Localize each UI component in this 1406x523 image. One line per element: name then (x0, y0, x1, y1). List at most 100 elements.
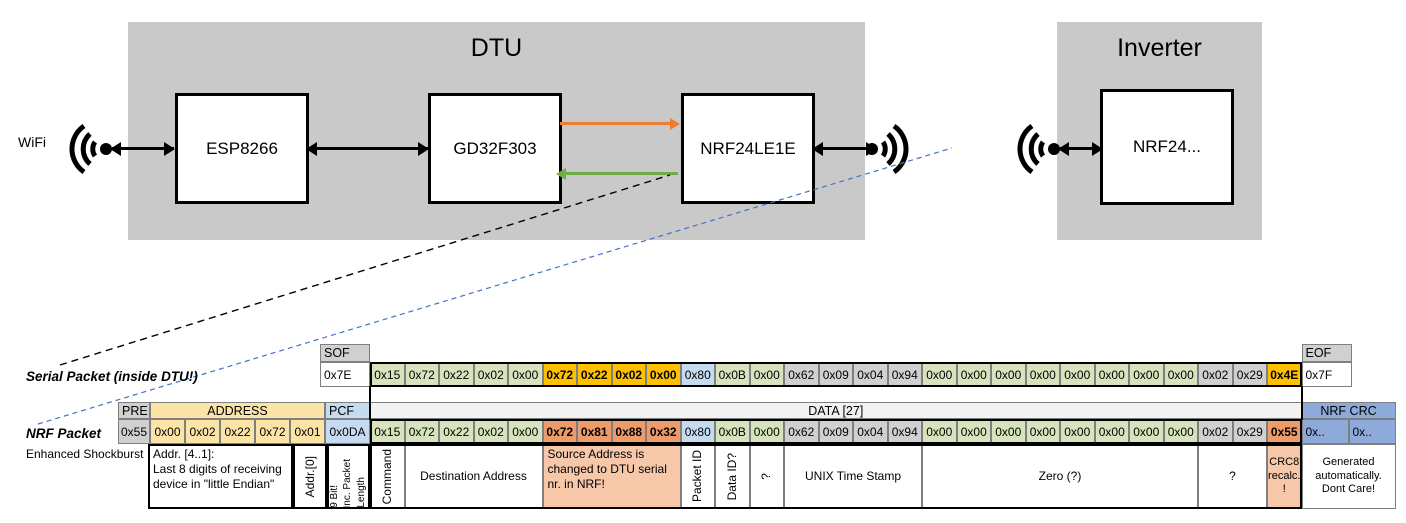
nrf-byte-20: 0x00 (1060, 419, 1095, 444)
nrf-byte-7: 0x88 (611, 419, 646, 444)
serial-byte-17: 0x00 (956, 362, 991, 387)
nrf-byte-18: 0x00 (991, 419, 1026, 444)
nrf-crc-header: NRF CRC (1301, 402, 1396, 419)
chip-esp8266-label: ESP8266 (206, 138, 278, 158)
inverter-antenna-arrow-left (1058, 141, 1069, 156)
nrf-address-byte-3: 0x72 (255, 419, 290, 444)
nrf-byte-23: 0x00 (1163, 419, 1198, 444)
serial-byte-13: 0x09 (818, 362, 853, 387)
esp-gd32-link (308, 147, 428, 150)
serial-byte-14: 0x04 (853, 362, 888, 387)
nrf-address-byte-2: 0x22 (220, 419, 255, 444)
wifi-label: WiFi (18, 134, 46, 150)
nrf-data-header: DATA [27] (370, 402, 1302, 419)
serial-byte-23: 0x00 (1163, 362, 1198, 387)
nrf-byte-2: 0x22 (439, 419, 474, 444)
dtu-title: DTU (470, 34, 523, 62)
addr0-desc: Addr.[0] (293, 444, 327, 509)
serial-byte-8: 0x00 (646, 362, 681, 387)
nrf-packet-label: NRF Packet (26, 426, 102, 441)
nrf-byte-14: 0x04 (853, 419, 888, 444)
nrf-byte-4: 0x00 (508, 419, 543, 444)
source-desc: Source Address is changed to DTU serial … (542, 444, 681, 509)
serial-eof-value: 0x7F (1301, 362, 1352, 387)
data-id-desc: Data ID? (715, 444, 750, 509)
serial-byte-5: 0x72 (542, 362, 577, 387)
nrf-byte-22: 0x00 (1129, 419, 1164, 444)
nrf-byte-13: 0x09 (818, 419, 853, 444)
nrf-crc-byte-1: 0x.. (1348, 419, 1396, 444)
payload-connector-right (1301, 386, 1303, 420)
packet-id-desc: Packet ID (680, 444, 715, 509)
nrf-byte-17: 0x00 (956, 419, 991, 444)
nrf-byte-25: 0x29 (1232, 419, 1267, 444)
nrf-pcf-value: 0x0DA (325, 419, 370, 444)
unix-desc: UNIX Time Stamp (784, 444, 922, 509)
response-arrow-line (566, 172, 678, 175)
nrf-byte-26: 0x55 (1267, 419, 1302, 444)
wifi-esp-arrow-left (110, 141, 121, 156)
chip-nrf24le1e: NRF24LE1E (681, 93, 815, 204)
inverter-antenna-arrow-right (1092, 141, 1103, 156)
command-arrow-line (560, 122, 672, 125)
unknown2-desc: ? (1198, 444, 1267, 509)
nrf-pre-header: PRE (118, 402, 150, 419)
nrf-antenna-arrow-left (812, 141, 823, 156)
nrf-byte-24: 0x02 (1198, 419, 1233, 444)
serial-byte-18: 0x00 (991, 362, 1026, 387)
serial-sof-value: 0x7E (320, 362, 370, 387)
wifi-antenna-icon (69, 123, 112, 175)
serial-byte-6: 0x22 (577, 362, 612, 387)
nrf-byte-1: 0x72 (404, 419, 439, 444)
serial-byte-24: 0x02 (1198, 362, 1233, 387)
serial-byte-15: 0x94 (887, 362, 922, 387)
nrf-pcf-header: PCF (325, 402, 370, 419)
nrf-packet-sublabel: Enhanced Shockburst (26, 447, 144, 461)
serial-eof-header: EOF (1301, 344, 1352, 362)
address-desc: Addr. [4..1]:Last 8 digits of receiving … (148, 444, 293, 509)
serial-byte-2: 0x22 (439, 362, 474, 387)
dtu-rf-antenna-icon (866, 123, 909, 175)
chip-gd32f303-label: GD32F303 (453, 138, 537, 158)
serial-byte-22: 0x00 (1129, 362, 1164, 387)
serial-byte-10: 0x0B (715, 362, 750, 387)
chip-nrf24-label: NRF24... (1132, 137, 1202, 156)
serial-packet-label: Serial Packet (inside DTU!) (26, 369, 198, 384)
serial-byte-20: 0x00 (1060, 362, 1095, 387)
nrf-byte-8: 0x32 (646, 419, 681, 444)
serial-byte-26: 0x4E (1267, 362, 1302, 387)
nrf-byte-10: 0x0B (715, 419, 750, 444)
inverter-rf-antenna-icon (1017, 123, 1060, 175)
serial-sof-header: SOF (320, 344, 370, 362)
nrf-pre-value: 0x55 (118, 419, 150, 444)
serial-byte-3: 0x02 (473, 362, 508, 387)
nrf-byte-3: 0x02 (473, 419, 508, 444)
nrf-byte-19: 0x00 (1025, 419, 1060, 444)
nrf-address-byte-0: 0x00 (150, 419, 185, 444)
payload-connector-left (369, 386, 371, 420)
nrf-byte-6: 0x81 (577, 419, 612, 444)
inverter-title: Inverter (1117, 34, 1202, 62)
response-arrow-head (556, 167, 566, 180)
serial-byte-21: 0x00 (1094, 362, 1129, 387)
nrf-byte-5: 0x72 (542, 419, 577, 444)
nrf-byte-16: 0x00 (922, 419, 957, 444)
nrf-byte-15: 0x94 (887, 419, 922, 444)
serial-byte-4: 0x00 (508, 362, 543, 387)
unknown1-desc: ? (749, 444, 784, 509)
nrf-byte-0: 0x15 (370, 419, 405, 444)
serial-byte-0: 0x15 (370, 362, 405, 387)
serial-byte-9: 0x80 (680, 362, 715, 387)
chip-nrf24: NRF24... (1100, 89, 1234, 205)
chip-gd32f303: GD32F303 (428, 93, 562, 204)
command-arrow-head (670, 117, 680, 130)
serial-byte-19: 0x00 (1025, 362, 1060, 387)
nrf-address-header: ADDRESS (150, 402, 325, 419)
serial-byte-11: 0x00 (749, 362, 784, 387)
nrf-byte-9: 0x80 (680, 419, 715, 444)
nrf-byte-21: 0x00 (1094, 419, 1129, 444)
chip-nrf24le1e-label: NRF24LE1E (700, 138, 796, 158)
